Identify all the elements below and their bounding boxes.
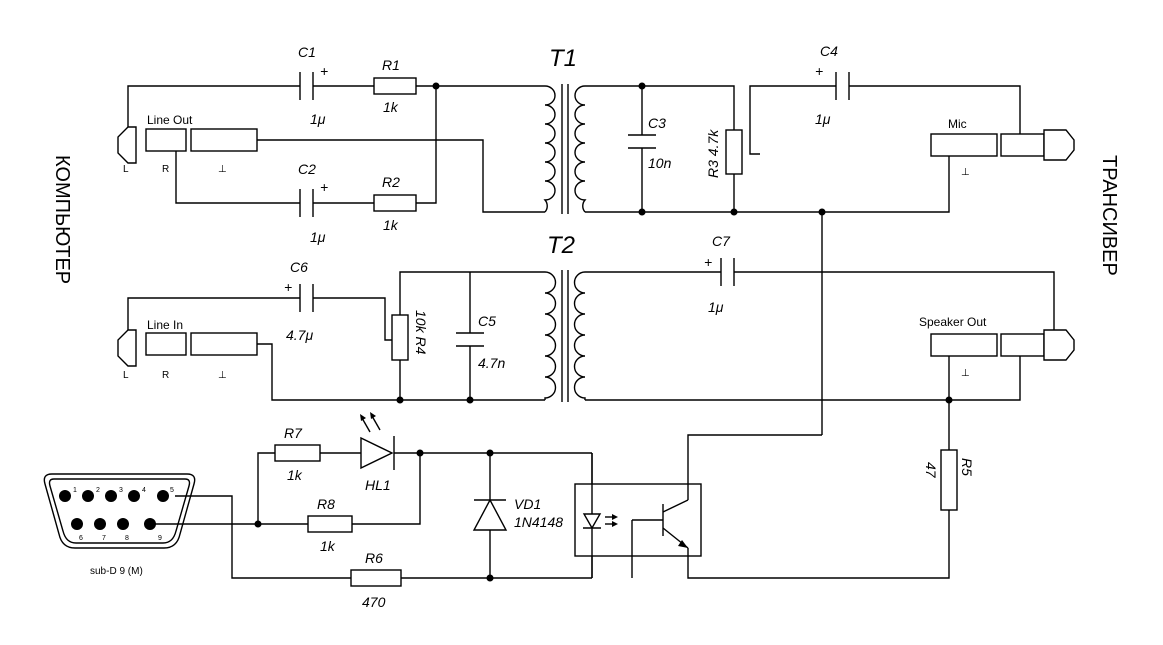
svg-text:C4: C4 xyxy=(820,43,838,59)
svg-text:10n: 10n xyxy=(648,155,672,171)
svg-text:R3 4.7k: R3 4.7k xyxy=(705,129,721,178)
svg-text:10k R4: 10k R4 xyxy=(413,310,429,355)
label-transceiver: ТРАНСИВЕР xyxy=(1098,155,1120,276)
jack-line-out: Line Out L R ⊥ xyxy=(117,113,258,175)
resistor-r5: R5 47 xyxy=(923,449,975,511)
svg-text:3: 3 xyxy=(119,487,123,494)
resistor-r2: R2 1k xyxy=(373,174,417,233)
svg-text:R6: R6 xyxy=(365,550,383,566)
jack-mic: Mic ⊥ xyxy=(930,117,1075,178)
svg-text:C6: C6 xyxy=(290,259,308,275)
svg-text:47: 47 xyxy=(923,462,939,479)
svg-text:4: 4 xyxy=(142,487,146,494)
svg-text:T2: T2 xyxy=(547,232,575,259)
svg-text:7: 7 xyxy=(102,535,106,542)
jack-line-in: Line In L R ⊥ xyxy=(117,318,258,381)
svg-text:1μ: 1μ xyxy=(708,299,724,315)
capacitor-c3: C3 10n xyxy=(628,115,672,171)
svg-text:1: 1 xyxy=(73,487,77,494)
potentiometer-r3: R3 4.7k xyxy=(705,129,743,178)
svg-text:1k: 1k xyxy=(320,538,336,554)
svg-text:1k: 1k xyxy=(287,467,303,483)
svg-text:1k: 1k xyxy=(383,99,399,115)
capacitor-c6: C6 4.7μ + xyxy=(284,259,314,343)
line-in-pin-l: L xyxy=(123,370,129,381)
line-out-ground: ⊥ xyxy=(218,164,227,175)
jack-speaker-out: Speaker Out ⊥ xyxy=(919,315,1075,379)
transformer-t1: T1 xyxy=(543,45,587,214)
svg-text:+: + xyxy=(284,279,292,295)
capacitor-c2: C2 1μ + xyxy=(298,161,328,245)
svg-text:1μ: 1μ xyxy=(310,111,326,127)
junction-dots xyxy=(254,82,953,582)
svg-text:C3: C3 xyxy=(648,115,666,131)
speaker-out-label: Speaker Out xyxy=(919,315,987,329)
svg-text:R2: R2 xyxy=(382,174,400,190)
potentiometer-r4: 10k R4 xyxy=(391,310,429,361)
speaker-out-ground: ⊥ xyxy=(961,368,970,379)
svg-text:R7: R7 xyxy=(284,425,303,441)
svg-text:C5: C5 xyxy=(478,313,496,329)
svg-text:9: 9 xyxy=(158,535,162,542)
svg-text:5: 5 xyxy=(170,487,174,494)
resistor-r7: R7 1k xyxy=(274,425,321,483)
svg-text:+: + xyxy=(320,179,328,195)
svg-text:R8: R8 xyxy=(317,496,335,512)
svg-text:6: 6 xyxy=(79,535,83,542)
svg-text:R5: R5 xyxy=(959,458,975,476)
svg-text:1N4148: 1N4148 xyxy=(514,514,563,530)
svg-text:1μ: 1μ xyxy=(815,111,831,127)
capacitor-c5: C5 4.7n xyxy=(456,313,505,371)
svg-text:+: + xyxy=(320,63,328,79)
connector-subd9: 1 2 3 4 5 6 7 8 9 sub-D 9 (M) xyxy=(43,473,196,577)
svg-text:R1: R1 xyxy=(382,57,400,73)
resistor-r1: R1 1k xyxy=(373,57,417,115)
line-in-ground: ⊥ xyxy=(218,370,227,381)
line-in-pin-r: R xyxy=(162,370,169,381)
svg-text:C2: C2 xyxy=(298,161,316,177)
wires-bottom xyxy=(155,400,950,579)
capacitor-c1: C1 1μ + xyxy=(298,44,328,127)
mic-ground: ⊥ xyxy=(961,167,970,178)
subd-caption: sub-D 9 (M) xyxy=(90,566,143,577)
svg-text:8: 8 xyxy=(125,535,129,542)
capacitor-c4: C4 1μ + xyxy=(815,43,850,127)
svg-text:2: 2 xyxy=(96,487,100,494)
svg-text:C1: C1 xyxy=(298,44,316,60)
svg-text:470: 470 xyxy=(362,594,386,610)
svg-text:VD1: VD1 xyxy=(514,496,541,512)
svg-text:1k: 1k xyxy=(383,217,399,233)
diode-vd1: VD1 1N4148 xyxy=(472,496,563,531)
capacitor-c7: C7 1μ + xyxy=(704,233,735,315)
wires-middle xyxy=(127,212,1055,435)
transformer-t2: T2 xyxy=(544,232,586,402)
svg-text:+: + xyxy=(704,254,712,270)
label-computer: КОМПЬЮТЕР xyxy=(51,155,73,284)
line-out-pin-l: L xyxy=(123,164,129,175)
optocoupler xyxy=(574,453,702,578)
led-hl1: HL1 xyxy=(360,412,395,493)
svg-text:T1: T1 xyxy=(549,45,577,72)
wires-top xyxy=(127,85,1021,213)
svg-text:4.7μ: 4.7μ xyxy=(286,327,313,343)
mic-label: Mic xyxy=(948,117,967,131)
svg-text:HL1: HL1 xyxy=(365,477,391,493)
svg-text:+: + xyxy=(815,63,823,79)
svg-text:4.7n: 4.7n xyxy=(478,355,505,371)
svg-text:1μ: 1μ xyxy=(310,229,326,245)
resistor-r6: R6 470 xyxy=(350,550,402,610)
line-out-label: Line Out xyxy=(147,113,193,127)
resistor-r8: R8 1k xyxy=(307,496,353,554)
line-out-pin-r: R xyxy=(162,164,169,175)
svg-text:C7: C7 xyxy=(712,233,731,249)
line-in-label: Line In xyxy=(147,318,183,332)
